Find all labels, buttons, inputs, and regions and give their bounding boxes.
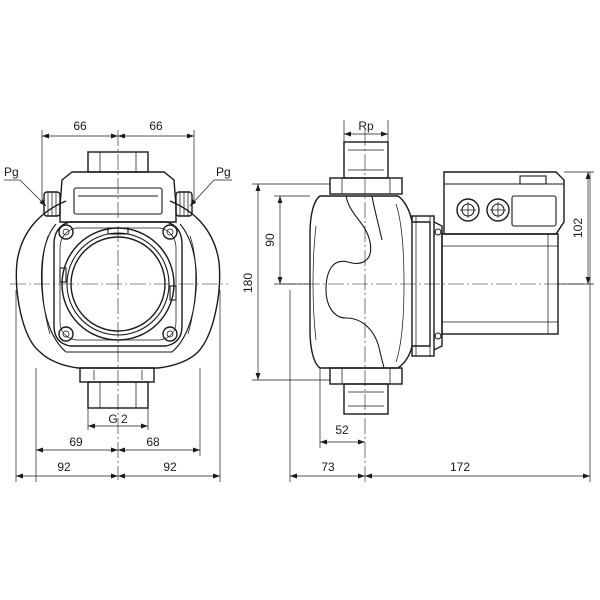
side-gland-right (486, 198, 510, 222)
dim-label-92-right: 92 (163, 460, 177, 474)
front-bolt-bottom-right (162, 326, 178, 342)
side-pump-housing (309, 195, 431, 369)
front-bolt-top-right (162, 224, 178, 240)
pg-right-label: Pg (216, 165, 231, 179)
side-top-pipe (343, 141, 389, 179)
side-dimensions: Rp 180 90 52 73 172 102 (241, 119, 594, 482)
front-motor-ring (66, 232, 170, 336)
pg-right-leader (189, 179, 215, 207)
dim-label-rp: Rp (358, 119, 374, 133)
dim-label-52: 52 (335, 423, 349, 437)
pg-left-leader (19, 179, 47, 207)
dim-label-66-left: 66 (73, 119, 87, 133)
dim-label-92-left: 92 (57, 460, 71, 474)
front-bottom-fitting (87, 381, 149, 409)
front-cable-gland-left (43, 191, 61, 217)
front-bolt-bottom-left (58, 326, 74, 342)
side-bottom-pipe (343, 383, 389, 415)
front-bolt-top-left (58, 224, 74, 240)
front-view (10, 130, 228, 480)
front-bottom-nut (79, 367, 155, 383)
side-top-nut (329, 177, 403, 195)
dim-label-69: 69 (69, 435, 83, 449)
front-motor-face (70, 236, 166, 332)
dim-label-90: 90 (263, 233, 277, 247)
dim-label-172: 172 (450, 460, 470, 474)
dim-label-68: 68 (146, 435, 160, 449)
side-terminal-box (443, 171, 565, 235)
front-flange-plate (53, 221, 183, 347)
dim-label-73: 73 (321, 460, 335, 474)
side-bottom-nut (329, 367, 403, 385)
pg-left-label: Pg (4, 165, 19, 179)
dim-label-180: 180 (241, 273, 255, 293)
front-dimensions: 66 66 Pg Pg G 2 69 68 92 92 (4, 119, 232, 482)
dim-label-g2: G 2 (108, 412, 128, 426)
side-motor-flange (411, 215, 435, 357)
dim-label-66-right: 66 (149, 119, 163, 133)
side-view (280, 130, 590, 482)
dim-label-102: 102 (571, 218, 585, 238)
side-gland-left (456, 198, 480, 222)
